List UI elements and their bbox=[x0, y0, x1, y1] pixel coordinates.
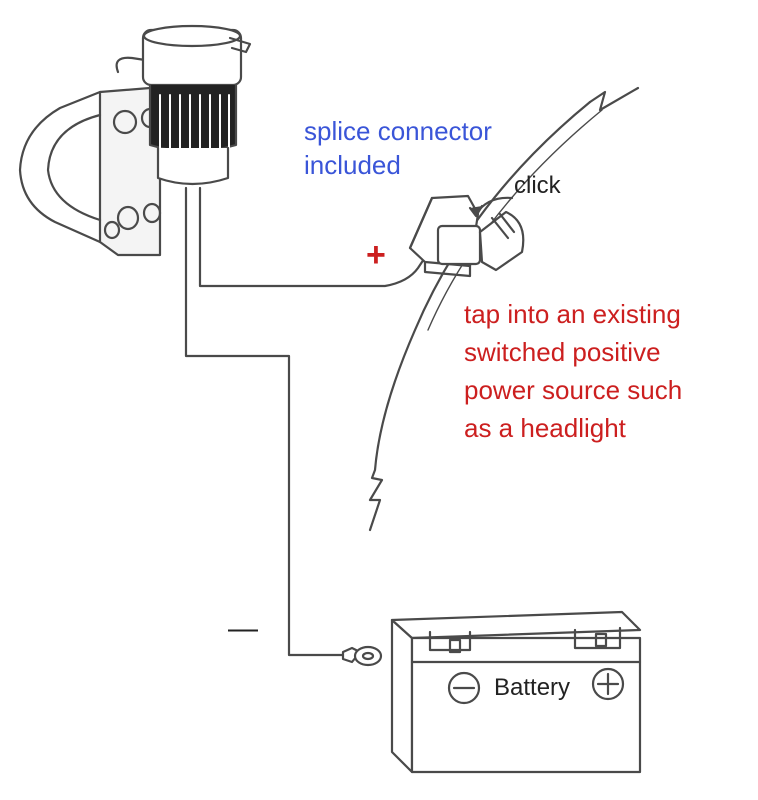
battery-label: Battery bbox=[494, 674, 571, 701]
tap-instruction-line3: power source such bbox=[464, 375, 683, 405]
ring-terminal-icon bbox=[341, 645, 383, 667]
tap-instruction-line1: tap into an existing bbox=[464, 299, 681, 329]
headlight-housing-curve bbox=[368, 100, 592, 532]
splice-connector-label-line2: included bbox=[304, 150, 401, 180]
tap-instruction-line2: switched positive bbox=[464, 337, 661, 367]
click-label: click bbox=[514, 172, 561, 199]
plus-terminal-icon bbox=[591, 667, 625, 701]
negative-wire bbox=[184, 186, 345, 657]
plus-label: + bbox=[366, 236, 386, 274]
splice-connector-icon bbox=[408, 194, 525, 278]
battery-icon bbox=[390, 610, 642, 774]
power-socket-icon bbox=[115, 24, 252, 186]
splice-connector-label-line1: splice connector bbox=[304, 116, 492, 146]
tap-instruction-line4: as a headlight bbox=[464, 413, 626, 443]
minus-label: — bbox=[228, 612, 258, 645]
handlebar-clamp-icon bbox=[18, 86, 162, 257]
minus-terminal-icon bbox=[447, 671, 481, 705]
positive-wire bbox=[198, 186, 432, 288]
headlight-housing-edge bbox=[588, 86, 640, 112]
